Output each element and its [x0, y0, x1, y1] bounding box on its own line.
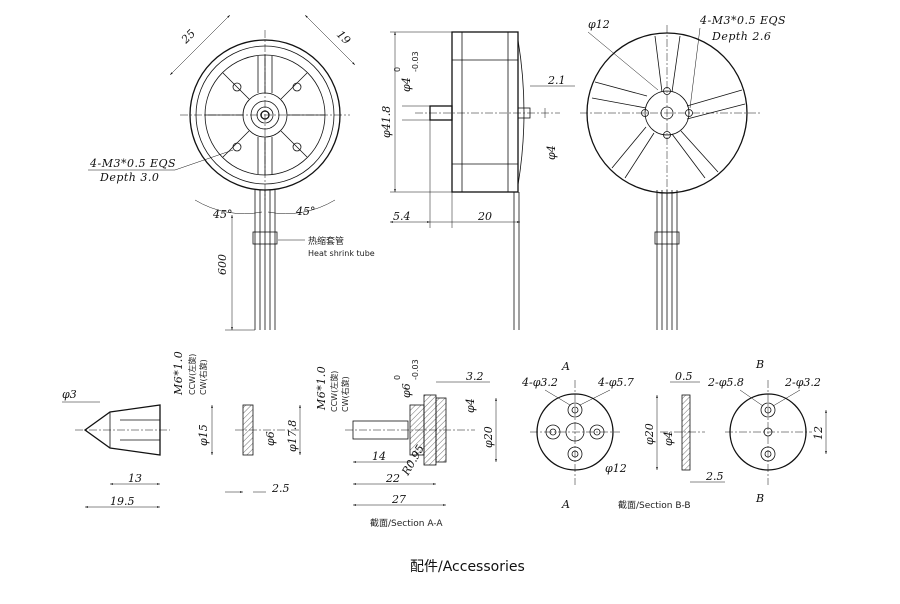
section-a-center: φ12: [605, 462, 627, 475]
section-b-thk: 2.5: [705, 470, 724, 483]
section-b-dim-0-5: 0.5: [675, 370, 693, 383]
nut-cw: CW(右旋): [198, 359, 208, 395]
rear-mount-note-2: Depth 2.6: [711, 30, 771, 43]
section-b-label: 截面/Section B-B: [618, 499, 691, 511]
rear-mount-note-1: 4-M3*0.5 EQS: [699, 14, 786, 27]
front-mount-note-1: 4-M3*0.5 EQS: [89, 157, 176, 170]
section-a-mark-top: A: [561, 360, 570, 373]
side-view: φ4 0 -0.03 φ41.8 2.1 φ4 5.4 20: [380, 31, 575, 330]
adapter-dia-4: φ4: [464, 398, 477, 413]
washer-dia-6: φ6: [264, 431, 277, 446]
heat-shrink-label-en: Heat shrink tube: [308, 249, 375, 258]
section-b-dia-20: φ20: [643, 423, 656, 445]
washer-drawing: φ6 φ17.8 2.5: [225, 404, 301, 495]
adapter-shaft-drawing: M6*1.0 CCW(左旋) CW(右旋) φ6 0 -0.03 3.2 φ4 …: [315, 359, 497, 529]
prop-nut-drawing: M6*1.0 CCW(左旋) CW(右旋) φ3 φ15 13 19.5: [62, 351, 213, 508]
side-dim-2-1: 2.1: [547, 74, 566, 87]
adapter-bore-tol-lower: -0.03: [411, 359, 420, 380]
section-b-holes-2: 2-φ3.2: [784, 376, 821, 389]
section-a-disc: A A 4-φ3.2 4-φ5.7 φ12: [521, 360, 634, 511]
section-b-drawing: 0.5 φ20 φ4 2.5 B B 2-φ5.8 2-φ3.2 12 截面/S…: [618, 358, 827, 511]
side-rear-shaft-dia: φ4: [545, 145, 558, 160]
washer-dia-17-8: φ17.8: [286, 420, 299, 452]
front-mount-note-2: Depth 3.0: [99, 171, 159, 184]
section-a-label: 截面/Section A-A: [370, 517, 443, 529]
section-b-mark-bottom: B: [755, 492, 764, 505]
washer-thk: 2.5: [271, 482, 290, 495]
front-lead-length: 600: [216, 254, 229, 275]
side-body-dia: φ41.8: [380, 106, 393, 138]
adapter-r: R0.95: [399, 443, 427, 479]
nut-dia-3: φ3: [62, 388, 77, 401]
section-a-holes-1: 4-φ3.2: [521, 376, 558, 389]
side-shaft-tol-upper: 0: [393, 67, 402, 72]
front-angle-right: 45°: [295, 205, 316, 218]
shaft-thread: M6*1.0: [315, 366, 328, 411]
nut-ccw: CCW(左旋): [187, 354, 197, 395]
rear-center-dia: φ12: [588, 18, 610, 31]
adapter-bore: φ6: [400, 383, 413, 398]
nut-thread: M6*1.0: [172, 351, 185, 396]
adapter-len-27: 27: [391, 493, 406, 506]
nut-len-13: 13: [128, 472, 142, 485]
side-shaft-tol-lower: -0.03: [411, 51, 420, 72]
adapter-len-14: 14: [372, 450, 386, 463]
section-a-mark-bottom: A: [561, 498, 570, 511]
adapter-dia-20: φ20: [482, 426, 495, 448]
nut-dia-15: φ15: [197, 424, 210, 446]
section-b-spacing: 12: [812, 426, 825, 440]
shaft-cw: CW(右旋): [340, 376, 350, 412]
front-dim-19: 19: [334, 28, 353, 47]
section-b-mark-top: B: [755, 358, 764, 371]
nut-len-19-5: 19.5: [110, 495, 135, 508]
section-b-dia-4: φ4: [662, 431, 675, 446]
side-body-len: 20: [477, 210, 492, 223]
front-dim-25: 25: [178, 27, 198, 47]
front-angle-left: 45°: [212, 208, 233, 221]
front-view: 25 19 4-M3*0.5 EQS Depth 3.0 45° 45° 热缩套…: [88, 14, 375, 331]
adapter-bore-tol-upper: 0: [393, 375, 402, 380]
caption: 配件/Accessories: [410, 559, 525, 575]
section-b-holes-1: 2-φ5.8: [707, 376, 744, 389]
section-a-holes-2: 4-φ5.7: [597, 376, 634, 389]
side-shaft-dia: φ4: [400, 77, 413, 92]
heat-shrink-label-cn: 热缩套管: [308, 235, 344, 247]
rear-view: φ12 4-M3*0.5 EQS Depth 2.6: [580, 14, 786, 330]
adapter-len-22: 22: [385, 472, 400, 485]
side-shaft-len: 5.4: [393, 210, 411, 223]
adapter-dim-3-2: 3.2: [466, 370, 484, 383]
shaft-ccw: CCW(左旋): [329, 371, 339, 412]
